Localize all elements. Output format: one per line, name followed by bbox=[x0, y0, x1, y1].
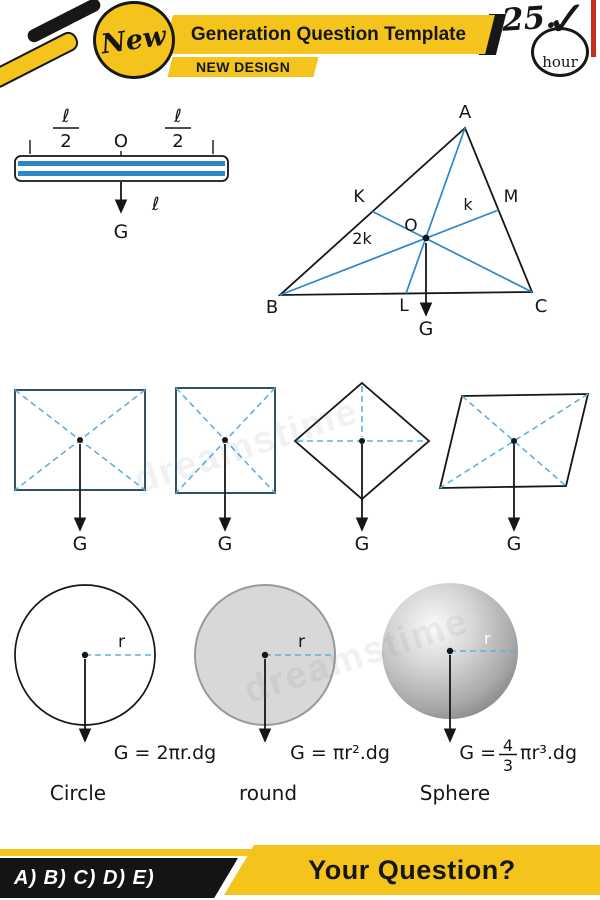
rod-stripe-bottom bbox=[18, 171, 225, 176]
diamond-g-label: G bbox=[355, 533, 370, 555]
red-corner-line bbox=[591, 0, 596, 57]
disk-center-dot bbox=[261, 651, 269, 659]
rod-bar bbox=[14, 155, 229, 182]
parallelogram-center-dot bbox=[511, 438, 517, 444]
triangle-diagram: A B C K M L O k 2k G bbox=[266, 102, 548, 340]
rectangle-g-label: G bbox=[73, 533, 88, 555]
median-a-l bbox=[405, 127, 466, 294]
centroid-dot bbox=[422, 234, 430, 242]
sphere-frac-den: 3 bbox=[503, 756, 513, 775]
segment-2k-label: 2k bbox=[352, 229, 372, 248]
sphere-frac-num: 4 bbox=[503, 736, 513, 755]
square-center-dot bbox=[222, 437, 228, 443]
question-banner: Your Question? bbox=[224, 845, 600, 895]
circle-caption: Circle bbox=[50, 781, 106, 805]
title-banner: Generation Question Template bbox=[163, 15, 495, 54]
median-b-m bbox=[279, 209, 499, 296]
sphere-center-dot bbox=[446, 647, 454, 655]
rod-length-label: ℓ bbox=[151, 194, 159, 215]
disk-formula: G = πr².dg bbox=[290, 742, 390, 764]
circle-radius-label: r bbox=[118, 632, 125, 652]
segment-k-label: k bbox=[463, 195, 473, 214]
checkmark-icon: ✓ bbox=[546, 0, 588, 47]
page-subtitle: NEW DESIGN bbox=[195, 59, 291, 75]
parallelogram-diagonal-1 bbox=[461, 395, 567, 487]
round-shapes-row: r G = 2πr.dg Circle r G = πr².dg round r… bbox=[14, 583, 577, 805]
circle-formula: G = 2πr.dg bbox=[114, 742, 216, 764]
page-title: Generation Question Template bbox=[191, 23, 467, 45]
flat-shapes-row: G G G G bbox=[14, 381, 590, 555]
hour-badge: hour bbox=[531, 27, 589, 77]
disk-caption: round bbox=[239, 781, 297, 805]
rod-left-frac-den: 2 bbox=[60, 131, 71, 152]
midpoint-l-label: L bbox=[399, 296, 409, 316]
square-g-label: G bbox=[218, 533, 233, 555]
options-banner: A) B) C) D) E) bbox=[0, 858, 238, 898]
median-c-k bbox=[372, 210, 533, 293]
new-badge: New bbox=[93, 1, 175, 79]
rod-origin-label: O bbox=[114, 131, 128, 152]
options-banner-label: A) B) C) D) E) bbox=[14, 866, 155, 889]
vertex-a-label: A bbox=[459, 102, 472, 123]
parallelogram-g-label: G bbox=[507, 533, 522, 555]
sphere-radius-label: r bbox=[484, 629, 491, 648]
rod-diagram: ℓ 2 O ℓ 2 ℓ G bbox=[14, 106, 229, 243]
hour-badge-label: hour bbox=[542, 53, 578, 71]
centroid-label: O bbox=[404, 216, 417, 236]
rectangle-center-dot bbox=[77, 437, 83, 443]
sphere-formula-suffix: πr³.dg bbox=[520, 742, 577, 764]
rod-g-label: G bbox=[114, 221, 129, 243]
rod-right-frac-num: ℓ bbox=[173, 106, 181, 127]
sphere-formula-prefix: G = bbox=[459, 742, 496, 764]
new-badge-label: New bbox=[99, 20, 169, 60]
circle-center-dot bbox=[81, 651, 89, 659]
triangle-g-label: G bbox=[419, 318, 434, 340]
vertex-c-label: C bbox=[535, 296, 548, 317]
rod-stripe-top bbox=[18, 161, 225, 166]
subtitle-banner: NEW DESIGN bbox=[167, 57, 319, 77]
diamond-center-dot bbox=[359, 438, 365, 444]
midpoint-k-label: K bbox=[353, 187, 365, 207]
disk-radius-label: r bbox=[298, 632, 305, 652]
sphere-caption: Sphere bbox=[420, 781, 490, 805]
vertex-b-label: B bbox=[266, 297, 278, 318]
rod-left-frac-num: ℓ bbox=[61, 106, 69, 127]
question-banner-label: Your Question? bbox=[308, 854, 516, 885]
footer-thin-strip bbox=[0, 849, 298, 856]
rod-right-frac-den: 2 bbox=[172, 131, 183, 152]
midpoint-m-label: M bbox=[504, 187, 519, 207]
